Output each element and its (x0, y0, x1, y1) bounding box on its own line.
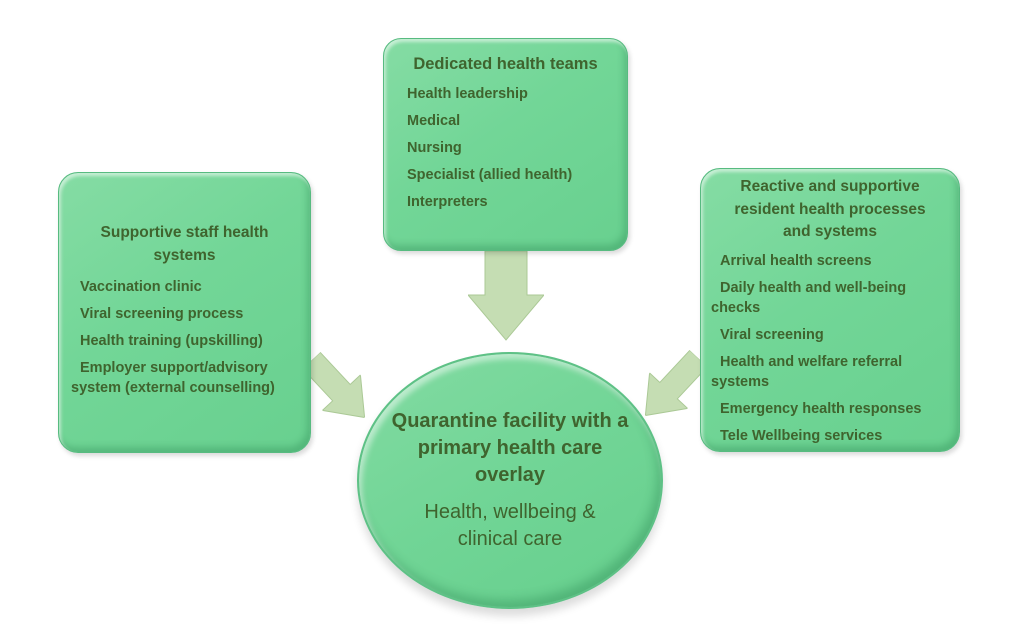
list-item: Employer support/advisory system (extern… (71, 359, 275, 396)
list-item: Specialist (allied health) (407, 167, 573, 183)
box-dedicated-health-teams: Dedicated health teams Health leadership… (383, 38, 628, 251)
list-item: Health training (upskilling) (80, 332, 263, 349)
list-item: Health and welfare referral systems (711, 353, 903, 390)
list-item: Daily health and well-being checks (711, 279, 907, 316)
arrow-diagonal-right-icon (644, 349, 709, 417)
box-reactive-resident-health-processes: Reactive and supportive resident health … (700, 168, 960, 452)
center-ellipse-quarantine-facility: Quarantine facility with a primary healt… (357, 352, 663, 609)
list-item: Emergency health responses (720, 400, 922, 417)
list-item: Medical (407, 113, 461, 129)
box-title: Dedicated health teams (413, 55, 598, 73)
box-title: Supportive staff health systems (100, 223, 269, 264)
ellipse-title: Quarantine facility with a primary healt… (391, 410, 629, 486)
list-item: Viral screening process (80, 305, 244, 322)
box-title: Reactive and supportive resident health … (734, 178, 926, 240)
list-item: Tele Wellbeing services (720, 427, 883, 444)
list-item: Vaccination clinic (80, 278, 202, 295)
list-item: Viral screening (720, 326, 824, 343)
arrow-down-icon (468, 251, 544, 341)
list-item: Interpreters (407, 194, 488, 210)
list-item: Nursing (407, 140, 462, 156)
ellipse-subtitle: Health, wellbeing & clinical care (424, 501, 596, 550)
list-item: Health leadership (407, 86, 528, 102)
box-supportive-staff-health-systems: Supportive staff health systems Vaccinat… (58, 172, 311, 453)
list-item: Arrival health screens (720, 252, 872, 269)
